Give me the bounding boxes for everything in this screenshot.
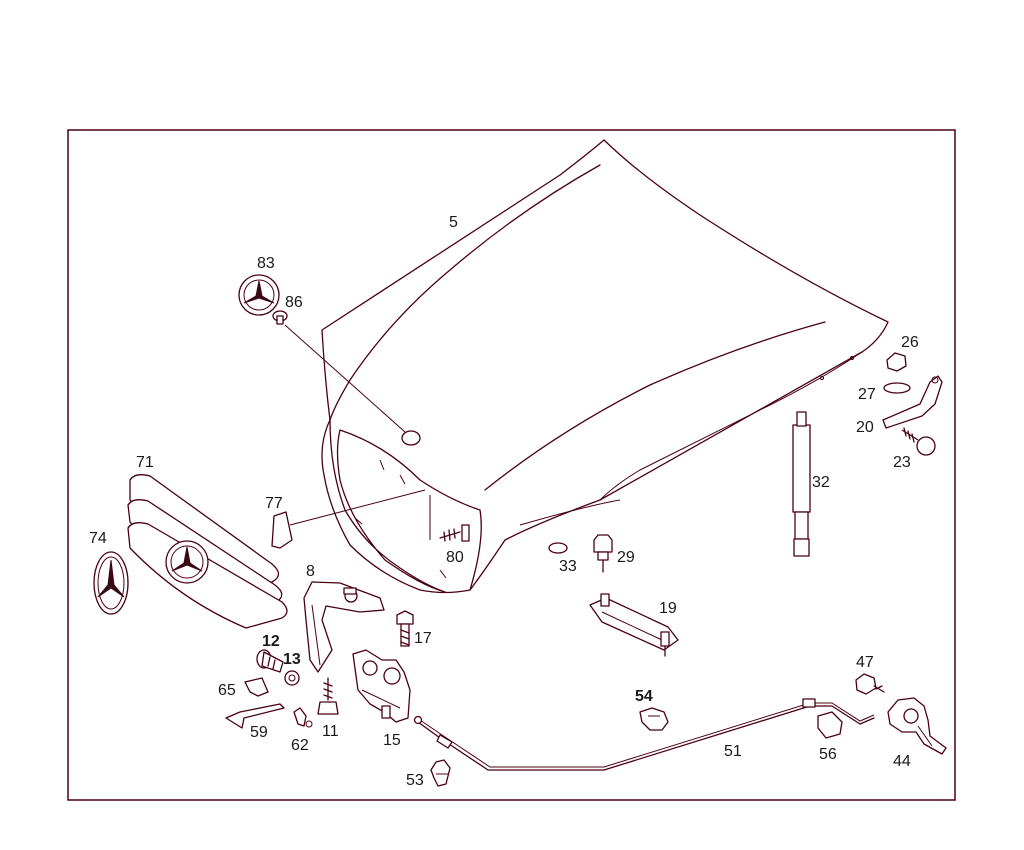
- label-19: 19: [659, 600, 677, 617]
- part-clip-62: [293, 707, 313, 728]
- part-washer-13: [284, 670, 300, 686]
- part-gas-strut-32: [792, 411, 811, 557]
- label-51: 51: [724, 743, 742, 760]
- label-17: 17: [414, 630, 432, 647]
- part-cable-51: [413, 698, 875, 771]
- label-74: 74: [89, 530, 107, 547]
- label-83: 83: [257, 255, 275, 272]
- part-clip-86: [272, 310, 406, 433]
- label-56: 56: [819, 746, 837, 763]
- part-nut-47: [855, 673, 885, 695]
- part-emblem-83: [238, 274, 280, 316]
- label-44: 44: [893, 753, 911, 770]
- label-8: 8: [306, 563, 315, 580]
- part-bracket-19: [589, 593, 679, 657]
- part-buffer-29: [593, 534, 613, 573]
- callout-labels: 5 83 86 26 27 20 23 71 77 74 80 33 29 32…: [89, 214, 919, 789]
- part-grommet-33: [548, 542, 568, 554]
- part-holder-56: [817, 711, 843, 739]
- label-13: 13: [283, 651, 301, 668]
- part-hood: [321, 139, 889, 594]
- label-80: 80: [446, 549, 464, 566]
- label-77: 77: [265, 495, 283, 512]
- part-bracket-20: [882, 375, 943, 429]
- diagram-frame: [67, 129, 956, 801]
- part-hinge-8: [303, 581, 385, 673]
- part-washer-27: [883, 382, 911, 394]
- part-emblem-74: [93, 551, 129, 615]
- label-5: 5: [449, 214, 458, 231]
- label-15: 15: [383, 732, 401, 749]
- label-11: 11: [322, 723, 339, 740]
- part-bolt-17: [396, 610, 414, 647]
- label-26: 26: [901, 334, 919, 351]
- label-53: 53: [406, 772, 424, 789]
- label-23: 23: [893, 454, 911, 471]
- part-bolt-12: [256, 649, 284, 673]
- part-lock-15: [352, 649, 411, 723]
- label-27: 27: [858, 386, 876, 403]
- label-62: 62: [291, 737, 309, 754]
- part-handle-44: [887, 697, 947, 755]
- label-33: 33: [559, 558, 577, 575]
- label-29: 29: [617, 549, 635, 566]
- label-86: 86: [285, 294, 303, 311]
- label-20: 20: [856, 419, 874, 436]
- part-screw-80: [429, 495, 470, 542]
- label-54: 54: [635, 688, 653, 705]
- part-clip-65: [244, 677, 269, 697]
- label-32: 32: [812, 474, 830, 491]
- part-screw-11: [317, 677, 339, 715]
- part-screw-23: [901, 427, 936, 456]
- part-clip-53: [430, 759, 451, 787]
- label-71: 71: [136, 454, 154, 471]
- label-47: 47: [856, 654, 874, 671]
- part-rod-59: [225, 703, 285, 729]
- part-nut-26: [886, 352, 907, 372]
- label-59: 59: [250, 724, 268, 741]
- part-bracket-77: [271, 489, 426, 549]
- part-clip-54: [639, 707, 669, 731]
- label-12: 12: [262, 633, 280, 650]
- label-65: 65: [218, 682, 236, 699]
- part-grille-71: [127, 474, 288, 629]
